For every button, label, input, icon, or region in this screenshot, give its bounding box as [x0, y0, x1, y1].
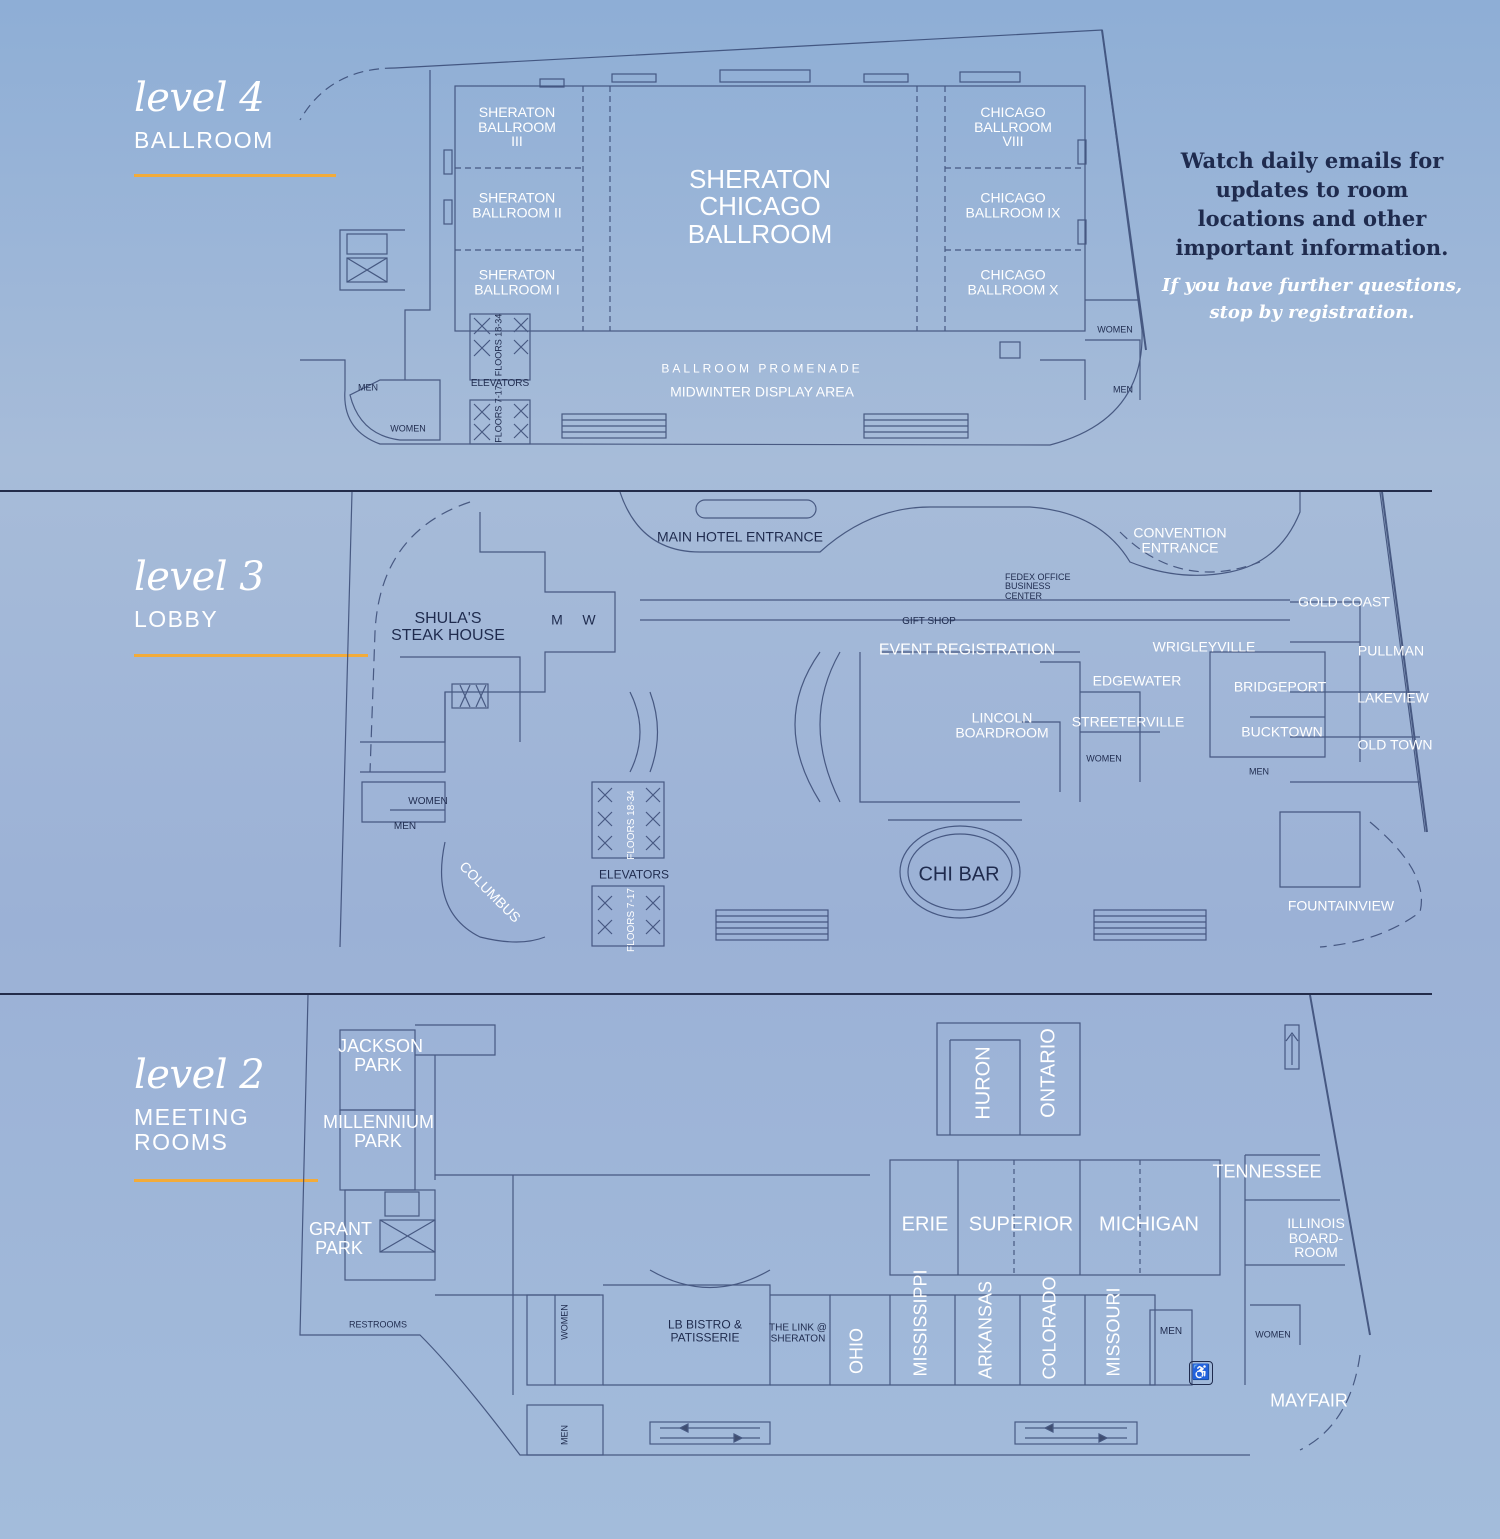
room-superior[interactable]: SUPERIOR: [968, 1213, 1074, 1236]
level3-floorplan: [339, 492, 1428, 948]
restroom-women-left: WOMEN: [390, 423, 426, 434]
floors-low-label: FLOORS 7-17: [493, 385, 504, 443]
level4-subtitle: BALLROOM: [134, 127, 274, 153]
room-millennium-park[interactable]: MILLENNIUM PARK: [323, 1112, 435, 1151]
room-sheraton-ballroom-ii[interactable]: SHERATON BALLROOM II: [472, 189, 562, 220]
restroom-women-right: WOMEN: [1255, 1329, 1291, 1340]
room-event-registration[interactable]: EVENT REGISTRATION: [878, 641, 1056, 659]
floors-high-label: FLOORS 18-34: [625, 790, 637, 860]
separator-3-2: [0, 993, 1432, 995]
fedex-office-label[interactable]: FEDEX OFFICE BUSINESS CENTER: [1005, 571, 1071, 601]
room-bridgeport[interactable]: BRIDGEPORT: [1233, 678, 1327, 695]
restroom-men-right: MEN: [1249, 766, 1269, 777]
notice-main: Watch daily emails for updates to room l…: [1175, 148, 1449, 260]
room-chicago-ballroom-x[interactable]: CHICAGO BALLROOM X: [967, 266, 1059, 297]
level4-title: level 4: [134, 75, 265, 121]
notice-sub: If you have further questions, stop by r…: [1162, 275, 1462, 323]
midwinter-display-area-label[interactable]: MIDWINTER DISPLAY AREA: [670, 383, 854, 400]
room-grant-park[interactable]: GRANT PARK: [309, 1219, 372, 1258]
room-bucktown[interactable]: BUCKTOWN: [1241, 723, 1323, 740]
level3-heading: level 3 LOBBY: [134, 554, 265, 632]
room-sheraton-chicago-ballroom[interactable]: SHERATON CHICAGO BALLROOM: [687, 164, 833, 249]
room-chicago-ballroom-ix[interactable]: CHICAGO BALLROOM IX: [965, 189, 1061, 220]
main-hotel-entrance-label: MAIN HOTEL ENTRANCE: [657, 528, 823, 545]
level3-title: level 3: [134, 554, 265, 600]
level2-rule: [134, 1179, 318, 1182]
floors-low-label: FLOORS 7-17: [625, 888, 637, 952]
level2-subtitle: MEETING ROOMS: [134, 1104, 250, 1156]
restroom-w: W: [582, 611, 596, 628]
restroom-men-right: MEN: [1113, 384, 1133, 395]
level2-map: JACKSON PARK MILLENNIUM PARK GRANT PARK …: [0, 995, 1500, 1539]
accessible-icon: ♿: [1189, 1361, 1213, 1385]
restroom-men-left: MEN: [358, 382, 378, 393]
room-missouri[interactable]: MISSOURI: [1103, 1287, 1124, 1377]
restrooms-label: RESTROOMS: [348, 1319, 408, 1330]
room-streeterville[interactable]: STREETERVILLE: [1071, 713, 1185, 730]
ballroom-promenade-label: BALLROOM PROMENADE: [661, 361, 863, 376]
room-chi-bar[interactable]: CHI BAR: [918, 863, 1000, 886]
level2-floorplan: [299, 995, 1371, 1456]
level4-heading: level 4 BALLROOM: [134, 78, 274, 153]
room-mississippi[interactable]: MISSISSIPPI: [910, 1269, 931, 1377]
room-gold-coast[interactable]: GOLD COAST: [1298, 593, 1390, 610]
room-illinois-boardroom[interactable]: ILLINOIS BOARD- ROOM: [1287, 1214, 1345, 1261]
room-ontario[interactable]: ONTARIO: [1037, 1028, 1060, 1118]
restroom-women-left: WOMEN: [408, 795, 448, 807]
room-lb-bistro[interactable]: LB BISTRO & PATISSERIE: [667, 1317, 743, 1344]
room-shulas-steak-house[interactable]: SHULA'S STEAK HOUSE: [391, 610, 505, 644]
notice-box: Watch daily emails for updates to room l…: [1162, 146, 1462, 326]
convention-entrance-label: CONVENTION ENTRANCE: [1133, 524, 1227, 555]
room-the-link[interactable]: THE LINK @ SHERATON: [769, 1322, 827, 1344]
floors-high-label: FLOORS 18-34: [493, 313, 504, 377]
level4-map: SHERATON BALLROOM III SHERATON BALLROOM …: [0, 0, 1500, 490]
room-edgewater[interactable]: EDGEWATER: [1092, 672, 1182, 689]
room-erie[interactable]: ERIE: [901, 1213, 949, 1236]
room-ohio[interactable]: OHIO: [846, 1327, 867, 1375]
room-old-town[interactable]: OLD TOWN: [1357, 736, 1433, 753]
restroom-men-bottom: MEN: [559, 1425, 570, 1445]
room-jackson-park[interactable]: JACKSON PARK: [338, 1036, 424, 1075]
room-fountainview[interactable]: FOUNTAINVIEW: [1287, 897, 1395, 914]
level2-heading: level 2 MEETING ROOMS: [134, 1052, 265, 1156]
room-lincoln-boardroom[interactable]: LINCOLN BOARDROOM: [955, 709, 1049, 740]
level2-title: level 2: [134, 1052, 265, 1098]
room-michigan[interactable]: MICHIGAN: [1099, 1213, 1199, 1236]
restroom-men-left: MEN: [393, 820, 417, 832]
restroom-men-mid: MEN: [1159, 1325, 1183, 1337]
restroom-women-mid: WOMEN: [1086, 753, 1122, 764]
restroom-women-right: WOMEN: [1097, 324, 1133, 335]
room-wrigleyville[interactable]: WRIGLEYVILLE: [1152, 638, 1256, 655]
room-lakeview[interactable]: LAKEVIEW: [1357, 689, 1429, 706]
room-colorado[interactable]: COLORADO: [1039, 1276, 1060, 1380]
level4-rule: [134, 174, 336, 177]
room-tennessee[interactable]: TENNESSEE: [1212, 1161, 1322, 1182]
room-mayfair[interactable]: MAYFAIR: [1270, 1390, 1348, 1411]
room-huron[interactable]: HURON: [972, 1046, 995, 1120]
restroom-women-left: WOMEN: [559, 1304, 570, 1340]
level3-rule: [134, 654, 368, 657]
separator-4-3: [0, 490, 1432, 492]
room-sheraton-ballroom-i[interactable]: SHERATON BALLROOM I: [474, 266, 560, 297]
room-arkansas[interactable]: ARKANSAS: [975, 1280, 996, 1380]
elevators-label: ELEVATORS: [470, 377, 530, 389]
level3-subtitle: LOBBY: [134, 606, 219, 632]
level4-floorplan: [299, 29, 1147, 446]
room-chicago-ballroom-viii[interactable]: CHICAGO BALLROOM VIII: [974, 103, 1052, 150]
room-sheraton-ballroom-iii[interactable]: SHERATON BALLROOM III: [478, 103, 556, 150]
restroom-m: M: [551, 611, 563, 628]
room-pullman[interactable]: PULLMAN: [1357, 642, 1425, 659]
gift-shop-label[interactable]: GIFT SHOP: [902, 615, 956, 627]
level3-map: MAIN HOTEL ENTRANCE CONVENTION ENTRANCE …: [0, 492, 1500, 994]
elevators-label: ELEVATORS: [598, 867, 670, 882]
